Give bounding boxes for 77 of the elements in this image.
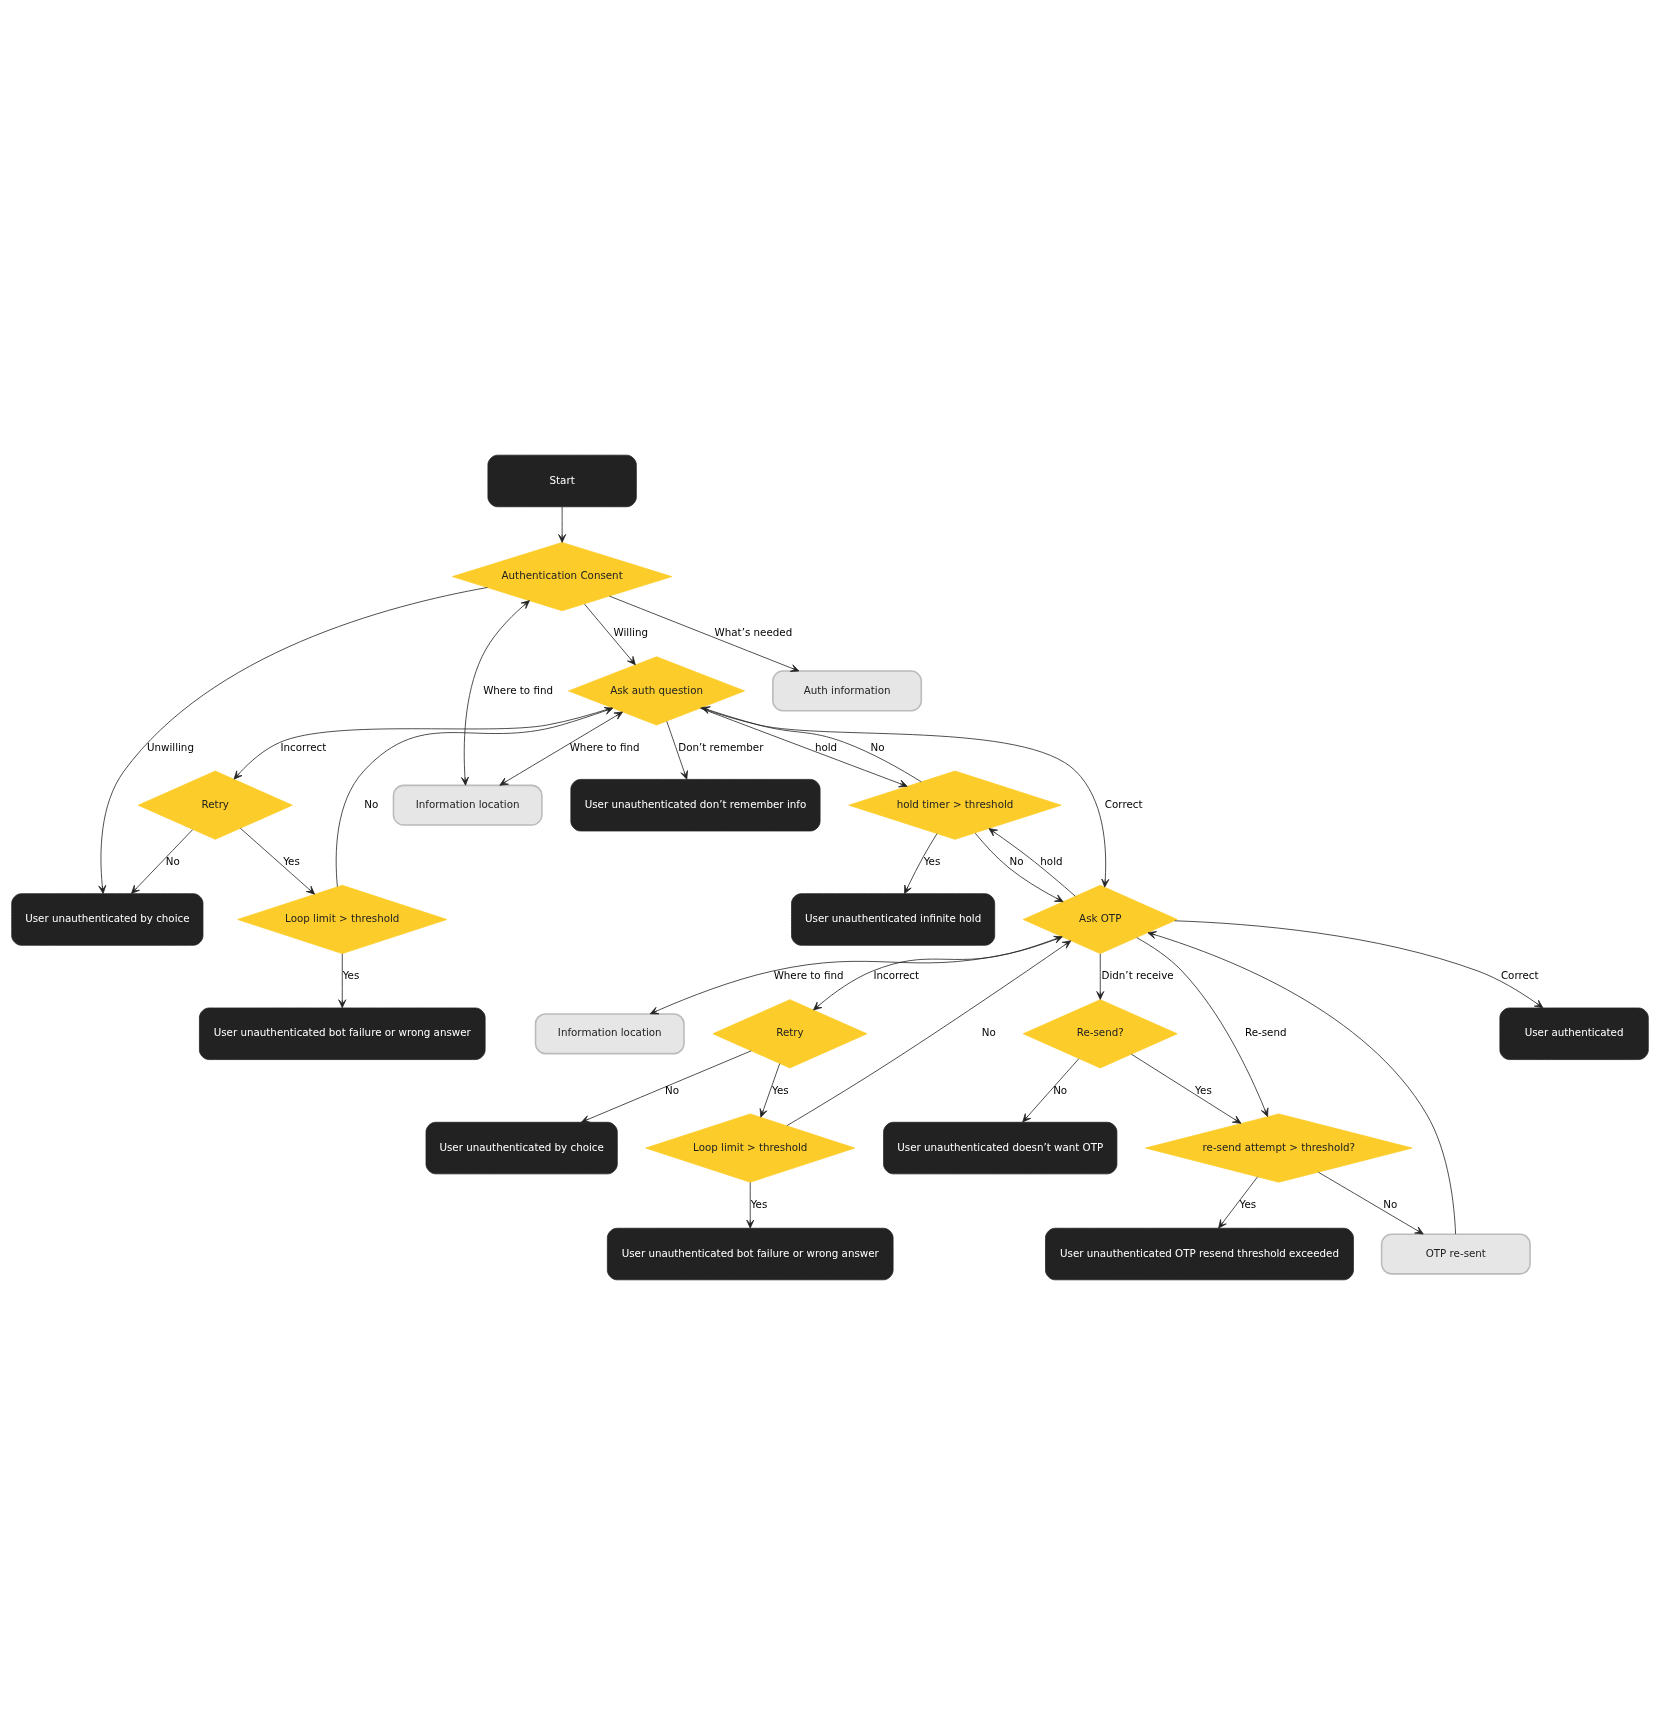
arrow [1174,920,1544,1009]
edge-label: Unwilling [146,740,194,753]
edge-label: What’s needed [714,626,793,639]
node-box: User unauthenticated bot failure or wrong answer [606,1227,894,1281]
arrow [581,1050,752,1123]
arrow [746,1182,755,1229]
node-box: User unauthenticated by choice [11,893,204,946]
edge-label: Incorrect [280,740,327,753]
node-box: User unauthenticated doesn’t want OTP [883,1121,1118,1175]
edge-label: No [870,740,885,753]
arrow [1096,953,1105,1000]
arrow [1147,931,1456,1235]
arrow [700,707,1110,888]
edge-label: Where to find [483,683,553,696]
arrow [131,829,194,894]
arrow [239,827,315,895]
node-box: Information location [392,784,543,826]
node-diamond: Ask OTP [1022,884,1178,954]
node-box: Information location [534,1013,685,1055]
edge-label: Incorrect [873,969,920,982]
arrow [988,828,1076,897]
arrow [335,707,614,888]
node-box: Auth information [772,670,923,712]
arrow [558,506,567,543]
edge-label: No [1053,1083,1068,1096]
edge-label: Where to find [569,740,640,753]
edge-label: Yes [1195,1083,1212,1096]
edge-label: Yes [1239,1197,1257,1210]
node-box: User unauthenticated bot failure or wrong answer [199,1007,486,1060]
node-box: User unauthenticated OTP resend threshold exceeded [1045,1227,1354,1281]
edge-label: No [1383,1197,1398,1210]
edge-label: No [1009,855,1024,868]
arrow [499,711,623,786]
edge-label: Where to find [773,969,844,982]
arrow [649,935,1063,1015]
arrow [974,832,1064,903]
node-diamond: Loop limit > threshold [645,1113,856,1183]
edge-label: Yes [283,855,300,868]
arrow [904,833,938,895]
edge-label: Correct [1500,969,1539,982]
edge-label: No [981,1026,996,1039]
arrow [609,595,800,672]
node-box: User unauthenticated infinite hold [791,893,996,946]
arrow [338,953,347,1009]
edge-label: Re-send [1244,1026,1287,1039]
arrow [813,936,1062,1011]
node-box: User unauthenticated by choice [425,1121,618,1175]
arrow [1218,1176,1258,1229]
arrow [584,603,636,666]
edge-label: No [364,797,379,810]
arrow [666,720,688,780]
edge-label: Yes [750,1197,768,1210]
edge-label: hold [1040,855,1063,868]
arrow [1022,1058,1080,1123]
node-diamond: Re-send? [1022,999,1178,1069]
edge-label: Yes [342,969,360,982]
node-box: User unauthenticated don’t remember info [570,779,821,832]
node-box: User authenticated [1499,1007,1649,1060]
edge-label: Don’t remember [678,740,764,753]
edge-label: Correct [1104,797,1143,810]
node-box: OTP re-sent [1380,1233,1531,1275]
arrow [759,1063,781,1118]
edge-label: Yes [772,1083,789,1096]
node-box: Start [487,454,637,508]
edge-label: hold [814,740,838,753]
arrow [461,600,530,786]
arrow [98,587,488,894]
edge-label: Didn’t receive [1101,969,1174,982]
edge-label: Yes [923,855,941,868]
edge-label: No [165,855,180,868]
arrow [1136,937,1269,1117]
arrow [786,940,1072,1127]
arrow [1317,1171,1424,1235]
arrow [233,707,613,780]
edge-label: No [665,1083,680,1096]
arrow [1130,1053,1242,1124]
edge-label: Willing [613,626,649,639]
